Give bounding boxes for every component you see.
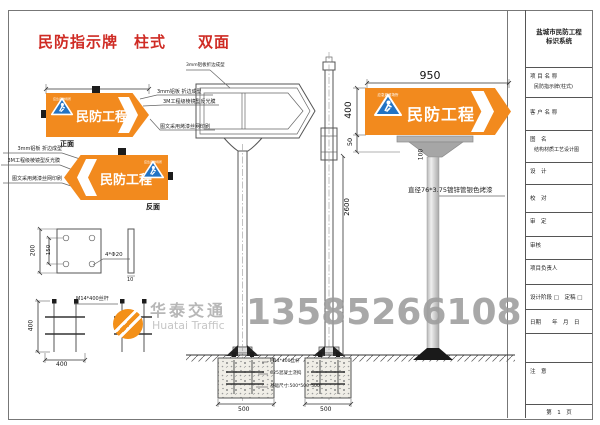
shelter-triangle-icon xyxy=(374,94,402,116)
civil-defense-logo-icon: 应急避难场所 xyxy=(141,160,165,179)
annotation-foundation-3: 基础尺寸:500*500*500 xyxy=(270,384,320,389)
annotation-material-1: 3mm铝板 折边成型 xyxy=(157,89,202,95)
foundation-1 xyxy=(215,352,277,407)
review-label: 审核 xyxy=(530,243,542,249)
annotation-material-2: 3M工程级棱镜型反光膜 xyxy=(163,99,216,105)
design-label: 设 计 xyxy=(530,169,547,175)
date-label: 日期 年 月 日 xyxy=(530,320,580,326)
title-block: 盐城市民防工程 标识系统 项 目 名 称 民防指示牌(柱式) 客 户 名 称 图… xyxy=(525,10,592,418)
annotation-pole: 直径76*3.75镀锌管银色烤漆 xyxy=(408,186,493,194)
titleblock-row-client: 客 户 名 称 xyxy=(526,98,592,131)
titleblock-row-note: 注 意 xyxy=(526,363,592,405)
dim-foundation2: 500 xyxy=(320,406,332,413)
huatai-logo-icon xyxy=(113,309,143,339)
sign-text: 民防工程 xyxy=(100,173,153,188)
note-label: 注 意 xyxy=(530,369,547,375)
annotation-top-view: 3mm铝板折边成型 xyxy=(186,63,225,68)
titleblock-row-check: 校 对 xyxy=(526,185,592,213)
arrow-right-icon xyxy=(118,97,138,133)
titleblock-row-drawing: 图 名 结构材质工艺设计图 xyxy=(526,131,592,163)
civil-defense-logo-icon: 应急避难场所 xyxy=(50,97,74,116)
drawing-value: 结构材质工艺设计图 xyxy=(534,147,580,153)
front-sign-panel: 应急避难场所 民防工程 xyxy=(46,93,149,137)
back-face-label: 反面 xyxy=(146,203,160,211)
sign-side-view xyxy=(313,52,345,402)
watermark-company-cn: 华泰交通 xyxy=(150,301,227,320)
annotation-material-5: 3M工程级棱镜型反光膜 xyxy=(7,158,61,164)
dim-bracket-gap: 50 xyxy=(346,137,354,147)
render-pole xyxy=(396,135,474,360)
annotation-plate-holes: 4*Φ20 xyxy=(105,252,123,258)
annotation-foundation-1: M14*400丝杆 xyxy=(270,359,300,364)
titleblock-row-manager: 项目负责人 xyxy=(526,260,592,285)
sign-text: 民防工程 xyxy=(76,110,129,125)
titleblock-header: 盐城市民防工程 标识系统 xyxy=(526,10,592,68)
dim-cage-width: 400 xyxy=(56,361,68,368)
titleblock-header-line2: 标识系统 xyxy=(546,37,572,45)
render-sign-panel: 应急避难场所 民防工程 xyxy=(365,88,511,135)
dim-sign-height: 400 xyxy=(344,101,354,119)
back-sign-panel: 民防工程 应急避难场所 xyxy=(64,155,168,200)
titleblock-row-review: 审核 xyxy=(526,237,592,260)
project-value: 民防指示牌(柱式) xyxy=(534,84,573,90)
titleblock-header-line1: 盐城市民防工程 xyxy=(536,28,582,36)
shelter-triangle-icon xyxy=(141,160,165,179)
titleblock-row-project: 项 目 名 称 民防指示牌(柱式) xyxy=(526,68,592,98)
arrow-right-icon xyxy=(471,91,494,132)
titleblock-row-empty xyxy=(526,334,592,363)
dim-plate-inner: 150 xyxy=(46,244,52,256)
dim-pole-height: 2600 xyxy=(343,198,351,216)
back-sign-top-tab xyxy=(118,148,126,155)
titleblock-row-design: 设 计 xyxy=(526,163,592,185)
page-title: 民防指示牌 柱式 双面 xyxy=(38,33,231,51)
check-label: 校 对 xyxy=(530,196,547,202)
titleblock-row-date: 日期 年 月 日 xyxy=(526,310,592,334)
titleblock-separator xyxy=(507,10,508,418)
page-label: 第 1 页 xyxy=(546,410,572,416)
dim-sign-width: 950 xyxy=(419,69,441,82)
dim-pole-top: 100 xyxy=(417,148,425,161)
shelter-triangle-icon xyxy=(50,97,74,116)
approve-label: 审 定 xyxy=(530,219,547,225)
base-plate-plan xyxy=(37,226,130,276)
annotation-foundation-2: C25混凝土浇捣 xyxy=(270,371,302,376)
annotation-anchor-rod: M14*400丝杆 xyxy=(76,296,109,302)
annotation-material-3: 图文采用烤漆丝网印刷 xyxy=(160,124,211,130)
project-label: 项 目 名 称 xyxy=(530,74,558,80)
anchor-bolt-cage-1 xyxy=(35,298,118,363)
dim-plate-outer: 200 xyxy=(29,244,37,257)
front-sign-top-tab xyxy=(92,86,100,93)
arrow-left-icon xyxy=(77,159,97,196)
titleblock-row-page: 第 1 页 xyxy=(526,405,592,418)
manager-label: 项目负责人 xyxy=(530,266,558,272)
front-face-label: 正面 xyxy=(60,140,74,148)
titleblock-row-stage: 设计阶段 □ 定稿 □ xyxy=(526,285,592,310)
back-sign-right-tab xyxy=(168,172,173,180)
stage-label: 设计阶段 □ 定稿 □ xyxy=(530,295,583,301)
base-plate-side xyxy=(127,228,135,277)
client-label: 客 户 名 称 xyxy=(530,110,558,116)
drawing-label: 图 名 xyxy=(530,137,547,143)
dim-cage-height: 400 xyxy=(27,319,35,332)
annotation-material-4: 3mm铝板 折边成型 xyxy=(17,146,62,152)
sheet-border xyxy=(8,10,593,420)
front-sign-left-tab xyxy=(41,110,46,118)
titleblock-row-approve: 审 定 xyxy=(526,213,592,237)
foundation-2 xyxy=(302,352,354,407)
annotation-plate-thickness: 10 xyxy=(127,277,134,283)
annotation-material-6: 图文采用烤漆丝网印刷 xyxy=(11,176,62,182)
watermark-phone-number: 13585266108 xyxy=(246,292,522,333)
civil-defense-logo-icon: 应急避难场所 xyxy=(373,93,403,116)
dim-foundation1: 500 xyxy=(238,406,250,413)
sign-text: 民防工程 xyxy=(407,105,476,124)
watermark-company-en: Huatai Traffic xyxy=(152,319,225,332)
